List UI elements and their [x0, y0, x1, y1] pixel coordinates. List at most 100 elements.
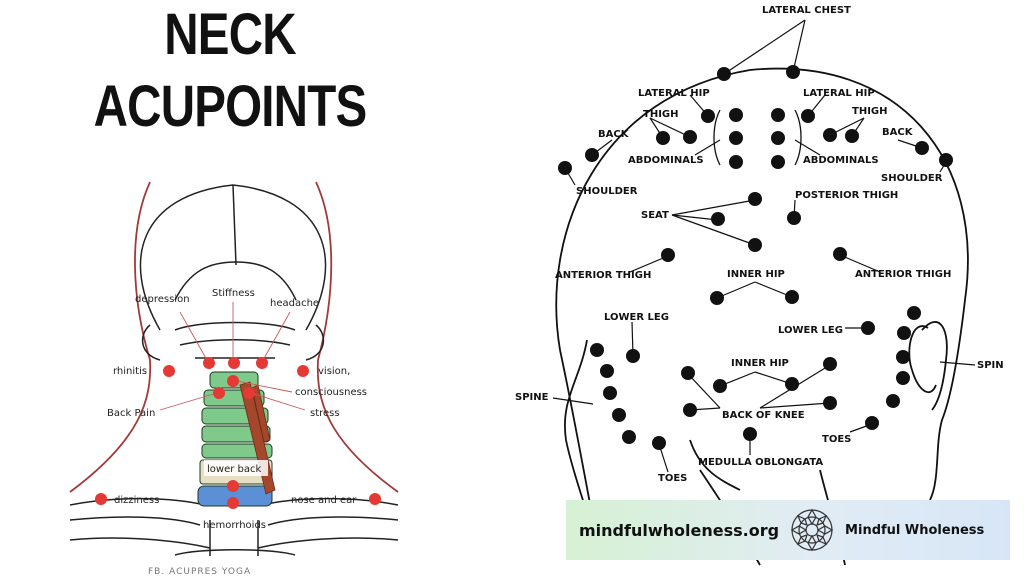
label-toes-right: TOES: [822, 434, 851, 445]
neck-acupoints: [95, 357, 381, 509]
reflex-point: [717, 67, 731, 81]
acupoint-dot: [227, 480, 239, 492]
label-inner-hip-top: INNER HIP: [727, 269, 785, 280]
reflex-point: [713, 379, 727, 393]
brand-url[interactable]: mindfulwholeness.org: [579, 520, 780, 540]
label-spin: SPIN: [977, 360, 1004, 371]
label-back-of-knee: BACK OF KNEE: [722, 410, 805, 421]
reflex-point: [701, 109, 715, 123]
acupoint-dot: [228, 357, 240, 369]
label-lower-leg-left: LOWER LEG: [604, 312, 669, 323]
head-reflex-points: [558, 65, 953, 450]
reflex-point: [626, 349, 640, 363]
label-back-pain: Back Pain: [107, 408, 155, 419]
acupoint-dot: [256, 357, 268, 369]
label-nose-and-ear: nose and ear: [291, 495, 357, 506]
reflex-point: [833, 247, 847, 261]
label-inner-hip-bottom: INNER HIP: [731, 358, 789, 369]
reflex-point: [771, 155, 785, 169]
reflex-point: [622, 430, 636, 444]
label-back-left: BACK: [598, 129, 630, 140]
reflex-point: [939, 153, 953, 167]
reflex-point: [656, 131, 670, 145]
acupoint-dot: [369, 493, 381, 505]
page-title-line-2: ACUPOINTS: [93, 74, 368, 139]
label-vision: vision,: [318, 366, 350, 377]
reflex-point: [801, 109, 815, 123]
reflex-point: [823, 357, 837, 371]
label-back-right: BACK: [882, 127, 914, 138]
label-abdominals-right: ABDOMINALS: [803, 155, 879, 166]
reflex-point: [652, 436, 666, 450]
mandala-logo-icon: [790, 508, 834, 552]
acupoint-dot: [227, 497, 239, 509]
reflex-point: [558, 161, 572, 175]
label-rhinitis: rhinitis: [113, 366, 147, 377]
reflex-point: [743, 427, 757, 441]
label-medulla-oblongata: MEDULLA OBLONGATA: [698, 457, 823, 468]
acupoint-dot: [213, 387, 225, 399]
reflex-point: [823, 396, 837, 410]
reflex-point: [729, 108, 743, 122]
label-dizziness: dizziness: [114, 495, 159, 506]
brand-name: Mindful Wholeness: [845, 522, 985, 538]
reflex-point: [771, 108, 785, 122]
label-lateral-hip-right: LATERAL HIP: [803, 88, 875, 99]
label-posterior-thigh: POSTERIOR THIGH: [795, 190, 898, 201]
label-anterior-thigh-left: ANTERIOR THIGH: [555, 270, 651, 281]
reflex-point: [681, 366, 695, 380]
reflex-point: [585, 148, 599, 162]
label-depression: depression: [135, 294, 190, 305]
reflex-point: [915, 141, 929, 155]
label-shoulder-right: SHOULDER: [881, 173, 943, 184]
acupoint-dot: [297, 365, 309, 377]
label-lower-back: lower back: [207, 464, 261, 475]
label-consciousness: consciousness: [295, 387, 367, 398]
reflex-point: [845, 129, 859, 143]
label-toes-left: TOES: [658, 473, 687, 484]
label-thigh-left: THIGH: [643, 109, 679, 120]
label-thigh-right: THIGH: [852, 106, 888, 117]
indicator-lines: [159, 302, 306, 411]
lower-back-label-bg: [204, 460, 268, 476]
reflex-point: [748, 238, 762, 252]
label-lower-leg-right: LOWER LEG: [778, 325, 843, 336]
reflex-point: [786, 65, 800, 79]
reflex-point: [729, 155, 743, 169]
abdominal-brackets: [713, 109, 802, 166]
reflex-point: [603, 386, 617, 400]
reflex-point: [896, 371, 910, 385]
reflex-point: [785, 290, 799, 304]
label-hemorrhoids: hemorrhoids: [203, 520, 266, 531]
label-shoulder-left: SHOULDER: [576, 186, 638, 197]
acupoint-dot: [95, 493, 107, 505]
reflex-point: [865, 416, 879, 430]
label-lateral-hip-left: LATERAL HIP: [638, 88, 710, 99]
brand-banner: mindfulwholeness.org Mindful Wholeness: [566, 500, 1010, 560]
acupoint-dot: [227, 375, 239, 387]
label-seat: SEAT: [641, 210, 669, 221]
reflex-point: [907, 306, 921, 320]
shoulder-bones: [69, 497, 399, 556]
body-outline: [69, 181, 399, 493]
reflex-point: [710, 291, 724, 305]
reflex-point: [612, 408, 626, 422]
acupoint-dot: [243, 387, 255, 399]
reflex-point: [711, 212, 725, 226]
reflex-point: [683, 130, 697, 144]
label-stress: stress: [310, 408, 340, 419]
label-anterior-thigh-right: ANTERIOR THIGH: [855, 269, 951, 280]
reflex-point: [748, 192, 762, 206]
reflex-point: [787, 211, 801, 225]
footer-credit: FB. ACUPRES YOGA: [148, 567, 252, 577]
label-headache: headache: [270, 298, 319, 309]
reflex-point: [600, 364, 614, 378]
reflex-point: [771, 131, 785, 145]
reflex-point: [886, 394, 900, 408]
label-abdominals-left: ABDOMINALS: [628, 155, 704, 166]
reflex-point: [823, 128, 837, 142]
acupoint-dot: [163, 365, 175, 377]
label-spine: SPINE: [515, 392, 549, 403]
page-title-line-1: NECK: [164, 2, 296, 67]
reflex-point: [683, 403, 697, 417]
